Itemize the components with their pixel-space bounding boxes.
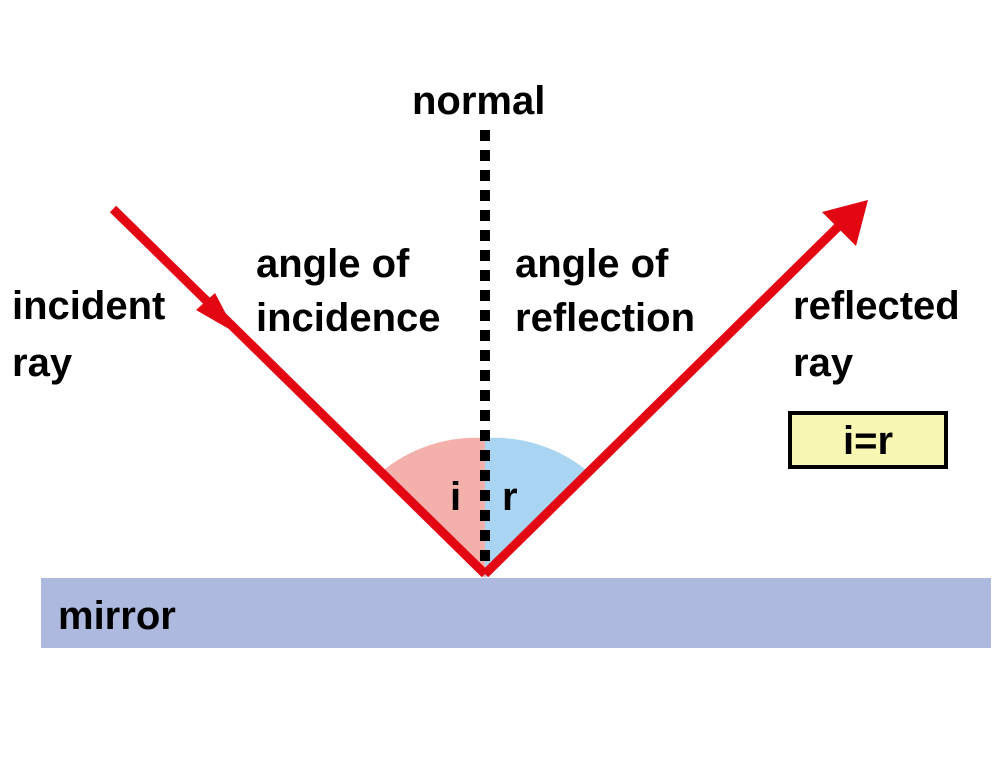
angle-of-incidence-label-line1: angle of	[256, 242, 410, 286]
angle-i-label: i	[450, 475, 461, 519]
angle-r-label: r	[502, 475, 518, 519]
equation-label: i=r	[843, 419, 893, 463]
angle-of-reflection-label-line1: angle of	[515, 242, 669, 286]
mirror-label: mirror	[58, 594, 176, 638]
mirror-surface	[41, 578, 991, 648]
angle-of-reflection-label-line2: reflection	[515, 296, 695, 340]
reflected-ray	[481, 213, 852, 578]
equation-box	[788, 411, 948, 469]
normal-label: normal	[412, 79, 545, 123]
incident-ray-label-line2: ray	[12, 341, 73, 385]
reflected-ray-label-line1: reflected	[793, 284, 960, 328]
incident-ray-label-line1: incident	[12, 284, 165, 328]
reflected-ray-label-line2: ray	[793, 341, 854, 385]
reflected-ray-arrowhead	[822, 200, 868, 246]
angle-of-incidence-label-line2: incidence	[256, 296, 441, 340]
incident-ray-arrowhead	[196, 293, 236, 333]
incident-ray	[109, 205, 489, 578]
